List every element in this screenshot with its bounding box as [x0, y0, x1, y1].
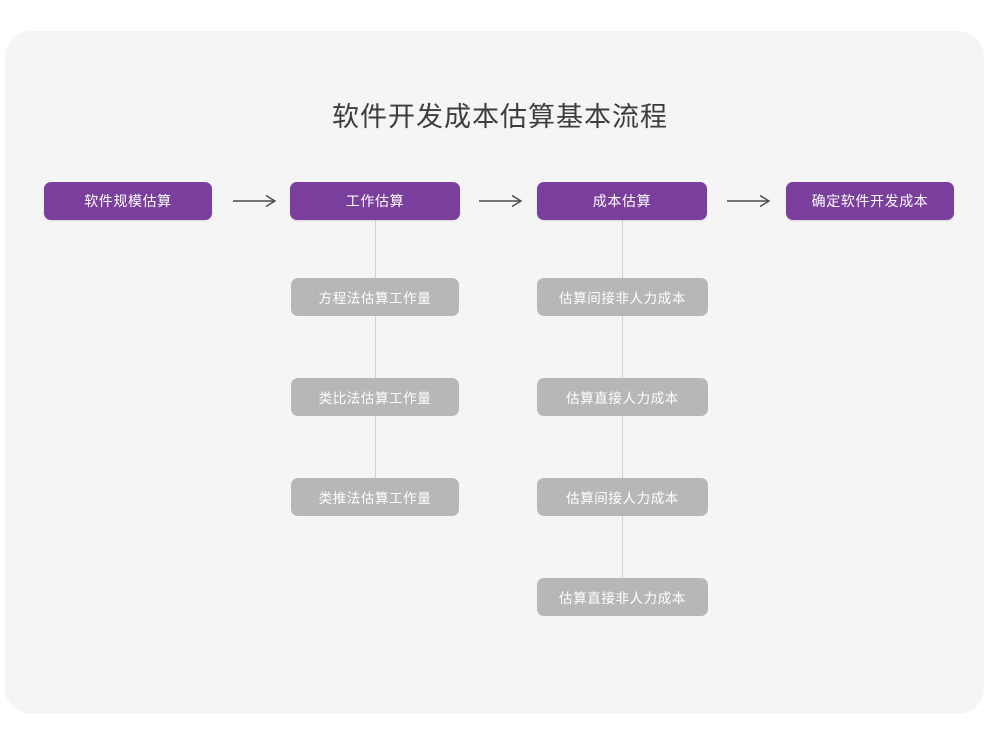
substep-node-work-3[interactable]: 类推法估算工作量 [291, 478, 459, 516]
stage-node-determine-development-cost[interactable]: 确定软件开发成本 [786, 182, 954, 220]
stage-node-software-scale-estimation[interactable]: 软件规模估算 [44, 182, 212, 220]
substep-node-cost-1[interactable]: 估算间接非人力成本 [537, 278, 708, 316]
arrow-right-icon [474, 189, 530, 213]
substep-node-cost-2[interactable]: 估算直接人力成本 [537, 378, 708, 416]
substep-node-cost-4[interactable]: 估算直接非人力成本 [537, 578, 708, 616]
arrow-right-icon [722, 189, 778, 213]
diagram-card [5, 31, 984, 714]
arrow-right-icon [228, 189, 284, 213]
page-title: 软件开发成本估算基本流程 [332, 102, 668, 132]
substep-node-work-1[interactable]: 方程法估算工作量 [291, 278, 459, 316]
stage-node-work-estimation[interactable]: 工作估算 [290, 182, 460, 220]
substep-node-work-2[interactable]: 类比法估算工作量 [291, 378, 459, 416]
stage-node-cost-estimation[interactable]: 成本估算 [537, 182, 707, 220]
connector-line-work [375, 220, 376, 498]
substep-node-cost-3[interactable]: 估算间接人力成本 [537, 478, 708, 516]
